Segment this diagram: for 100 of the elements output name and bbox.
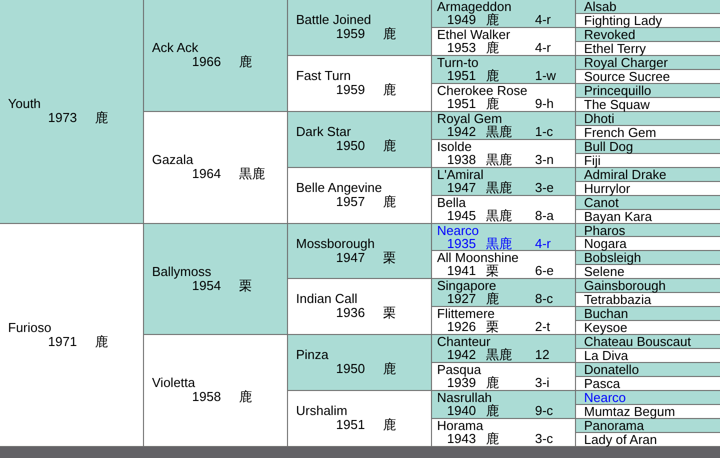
- sire-cell: [0, 0, 144, 224]
- horse-name: Nearco: [437, 224, 480, 237]
- birth-year: 1942: [447, 348, 476, 361]
- sire-cell: [576, 307, 720, 321]
- family-number: 3-e: [535, 181, 554, 194]
- sire-cell: [576, 335, 720, 349]
- sire-cell: [576, 391, 720, 405]
- family-number: 3-c: [535, 432, 554, 445]
- horse-name: Fast Turn: [296, 68, 352, 83]
- birth-year: 1954: [192, 278, 221, 292]
- horse-name: Revoked: [584, 28, 636, 41]
- birth-year: 1964: [192, 167, 221, 181]
- horse-name: Isolde: [437, 140, 473, 153]
- horse-name: Violetta: [152, 375, 196, 390]
- sire-cell: [432, 112, 576, 140]
- sire-cell: [288, 112, 432, 168]
- horse-name: Alsab: [584, 0, 618, 13]
- horse-name: Chanteur: [437, 335, 490, 348]
- coat-color: 栗: [486, 320, 499, 333]
- horse-name: Horama: [437, 419, 484, 432]
- birth-year: 1973: [48, 111, 77, 125]
- dam-cell: [144, 112, 288, 224]
- horse-name: Indian Call: [296, 291, 358, 306]
- coat-color: 栗: [383, 250, 396, 264]
- birth-year: 1951: [447, 97, 476, 110]
- horse-name: Donatello: [584, 363, 640, 376]
- dam-cell: [288, 391, 432, 447]
- sire-cell: [576, 196, 720, 210]
- family-number: 9-h: [535, 97, 554, 110]
- dam-cell: [576, 154, 720, 168]
- horse-name: Keysoe: [584, 321, 628, 334]
- horse-name: Chateau Bouscaut: [584, 335, 692, 348]
- dam-cell: [288, 56, 432, 112]
- horse-name: Ack Ack: [152, 40, 200, 55]
- coat-color: 栗: [239, 278, 252, 292]
- sire-cell: [432, 168, 576, 196]
- dam-cell: [288, 279, 432, 335]
- dam-cell: [432, 307, 576, 335]
- birth-year: 1935: [447, 237, 476, 250]
- horse-name: Cherokee Rose: [437, 84, 528, 97]
- dam-cell: [576, 182, 720, 196]
- coat-color: 栗: [486, 264, 499, 277]
- dam-cell: [576, 433, 720, 447]
- horse-name: Pasqua: [437, 363, 482, 376]
- horse-name: Canot: [584, 196, 619, 209]
- birth-year: 1941: [447, 264, 476, 277]
- horse-name: Mossborough: [296, 236, 376, 250]
- sire-cell: [576, 224, 720, 237]
- sire-cell: [576, 168, 720, 182]
- coat-color: 鹿: [486, 13, 499, 26]
- horse-name: Bayan Kara: [584, 210, 653, 223]
- coat-color: 鹿: [383, 27, 396, 41]
- horse-name: Fighting Lady: [584, 14, 664, 27]
- horse-name: Dark Star: [296, 124, 352, 139]
- coat-color: 黒鹿: [486, 181, 512, 194]
- coat-color: 黒鹿: [486, 237, 512, 250]
- horse-name: Buchan: [584, 307, 630, 320]
- horse-name: Battle Joined: [296, 12, 372, 27]
- coat-color: 鹿: [383, 83, 396, 97]
- horse-name: Panorama: [584, 419, 644, 432]
- coat-color: 鹿: [95, 334, 108, 348]
- coat-color: 黒鹿: [486, 125, 512, 138]
- dam-cell: [576, 210, 720, 224]
- sire-cell: [576, 140, 720, 154]
- sire-cell: [576, 0, 720, 14]
- horse-name: Gazala: [152, 152, 194, 167]
- horse-name: Royal Gem: [437, 112, 502, 125]
- birth-year: 1926: [447, 320, 476, 333]
- dam-cell: [0, 224, 144, 447]
- birth-year: 1958: [192, 390, 221, 404]
- family-number: 1-c: [535, 125, 554, 138]
- dam-cell: [576, 98, 720, 112]
- family-number: 8-c: [535, 292, 554, 305]
- horse-name: The Squaw: [584, 98, 650, 111]
- sire-cell: [144, 0, 288, 112]
- family-number: 4-r: [535, 13, 551, 26]
- horse-name: Pasca: [584, 377, 622, 390]
- sire-cell: [288, 0, 432, 56]
- coat-color: 栗: [383, 306, 396, 320]
- sire-cell: [576, 279, 720, 293]
- birth-year: 1950: [336, 362, 365, 376]
- birth-year: 1942: [447, 125, 476, 138]
- coat-color: 黒鹿: [239, 167, 265, 181]
- birth-year: 1947: [336, 250, 365, 264]
- horse-name: Bella: [437, 196, 467, 209]
- family-number: 6-e: [535, 264, 554, 277]
- dam-cell: [432, 251, 576, 279]
- sire-cell: [288, 224, 432, 279]
- sire-cell: [576, 56, 720, 70]
- sire-cell: [576, 112, 720, 126]
- horse-name: Ethel Walker: [437, 28, 512, 41]
- sire-cell: [576, 84, 720, 98]
- horse-name: Ethel Terry: [584, 42, 647, 55]
- coat-color: 鹿: [239, 55, 252, 69]
- horse-name: Selene: [584, 265, 624, 278]
- dam-cell: [432, 419, 576, 447]
- coat-color: 鹿: [383, 418, 396, 432]
- birth-year: 1943: [447, 432, 476, 445]
- coat-color: 黒鹿: [486, 153, 512, 166]
- coat-color: 鹿: [486, 69, 499, 82]
